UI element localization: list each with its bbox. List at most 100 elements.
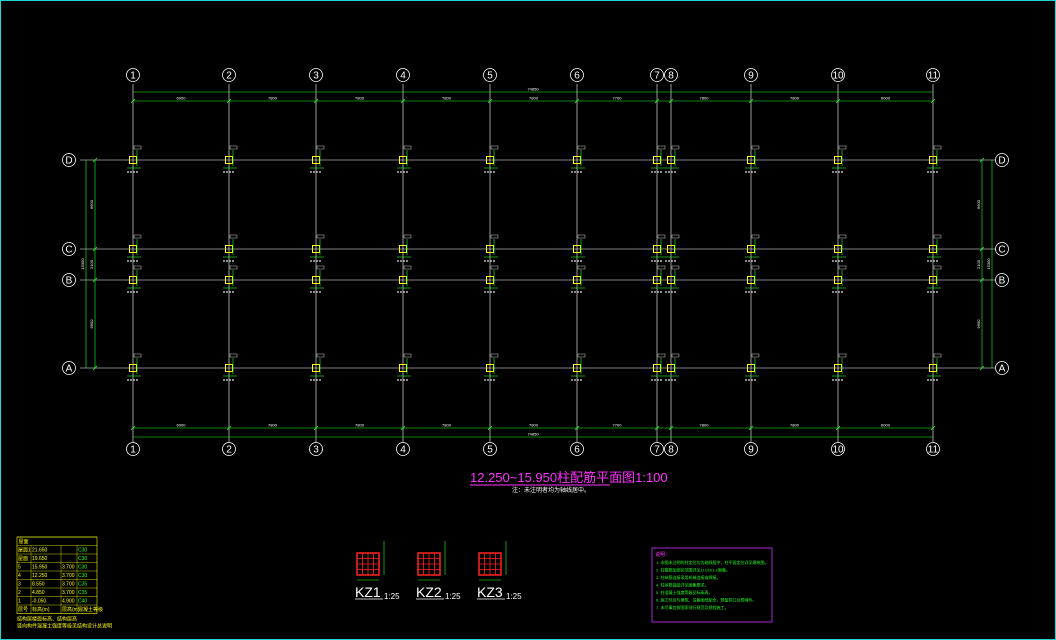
table-cell: 3.700 — [62, 582, 75, 588]
table-cell: 5 — [18, 565, 21, 571]
column — [225, 245, 233, 253]
column-tag — [671, 145, 680, 150]
notes-line: 3. 柱纵筋连接采用机械连接或焊接。 — [656, 574, 720, 580]
column — [747, 245, 755, 253]
table-cell: C35 — [78, 582, 87, 588]
axis-bubble-bottom-label: 2 — [226, 445, 232, 456]
left-dim-tick — [92, 277, 98, 283]
column — [929, 364, 937, 372]
table-cell: 屋面 — [18, 556, 28, 562]
axis-bubble-right-label: C — [998, 245, 1005, 256]
axis-bubble-bottom-label: 3 — [313, 445, 319, 456]
left-dim-span: 6600 — [89, 199, 94, 209]
axis-bubble-bottom — [664, 442, 678, 456]
bottom-dim-tick — [654, 425, 660, 431]
column — [573, 276, 581, 284]
column-tag — [577, 145, 586, 150]
top-dim-total: 74850 — [527, 87, 539, 92]
section-scale: 1:25 — [384, 592, 400, 601]
bottom-dim-span: 7700 — [613, 423, 623, 428]
column — [834, 156, 842, 164]
table-cell: 12.250 — [32, 573, 48, 579]
table-cell: C40 — [78, 599, 87, 605]
axis-bubble-top — [396, 68, 410, 82]
column — [399, 156, 407, 164]
notes-line: 5. 柱混凝土强度等级见标高表。 — [656, 589, 712, 595]
top-dim-span: 6000 — [177, 96, 187, 101]
column-tag — [751, 145, 760, 150]
notes-line: 6. 施工时应与建筑、设备图纸配合，预留洞口及预埋件。 — [656, 597, 756, 603]
column-tag — [490, 145, 499, 150]
column — [834, 364, 842, 372]
column — [486, 245, 494, 253]
notes-header: 说明： — [655, 551, 670, 558]
axis-bubble-bottom-label: 1 — [130, 445, 136, 456]
bottom-dim-span: 7800 — [355, 423, 365, 428]
column-tag — [933, 145, 942, 150]
column-tag — [490, 353, 499, 358]
right-dim-span: 6600 — [976, 199, 981, 209]
column — [747, 364, 755, 372]
section-name: KZ2 — [416, 584, 442, 600]
bottom-dim-span: 7800 — [790, 423, 800, 428]
column-tag — [657, 234, 666, 239]
top-dim-tick — [487, 98, 493, 104]
column-tag — [490, 234, 499, 239]
top-dim-span: 7800 — [700, 96, 710, 101]
column-tag — [403, 353, 412, 358]
top-dim-tick — [654, 98, 660, 104]
axis-bubble-bottom — [926, 442, 940, 456]
top-dim-tick — [226, 98, 232, 104]
table-cell: -0.050 — [32, 599, 46, 605]
notes-line: 2. 柱箍筋加密区范围详见11G101-1图集。 — [656, 567, 730, 573]
column — [653, 245, 661, 253]
column — [653, 156, 661, 164]
column — [573, 156, 581, 164]
column-tag — [657, 145, 666, 150]
table-cell: 1 — [18, 599, 21, 605]
axis-bubble-left-label: A — [66, 364, 73, 375]
column — [573, 245, 581, 253]
axis-bubble-top-label: 5 — [487, 71, 493, 82]
column — [747, 276, 755, 284]
column — [573, 364, 581, 372]
column — [312, 276, 320, 284]
bottom-dim-tick — [668, 425, 674, 431]
axis-bubble-left-label: D — [65, 156, 72, 167]
column — [667, 245, 675, 253]
column-markers — [127, 145, 942, 381]
column — [129, 364, 137, 372]
axis-bubble-top — [126, 68, 140, 82]
axis-bubble-top-label: 9 — [748, 71, 754, 82]
column-tag — [933, 234, 942, 239]
section-name: KZ3 — [477, 584, 503, 600]
table-cell: 4.900 — [62, 599, 75, 605]
top-dim-span: 7800 — [355, 96, 365, 101]
table-cell: C30 — [78, 565, 87, 571]
top-dim-tick — [748, 98, 754, 104]
axis-bubble-bottom — [831, 442, 845, 456]
table-cell: 3.700 — [62, 573, 75, 579]
column-tag — [133, 145, 142, 150]
section-scale: 1:25 — [445, 592, 461, 601]
left-dim-tick — [92, 246, 98, 252]
table-col-header: 层高(m) — [62, 606, 80, 613]
right-dim-tick — [979, 277, 985, 283]
axis-bubble-bottom — [222, 442, 236, 456]
column-tag — [403, 145, 412, 150]
table-cell: C35 — [78, 590, 87, 596]
top-dim-span: 6000 — [881, 96, 891, 101]
column-tag — [671, 265, 680, 270]
bottom-dim-tick — [835, 425, 841, 431]
axis-bubble-bottom — [570, 442, 584, 456]
right-dim-span: 6600 — [976, 319, 981, 329]
axis-bubble-bottom — [483, 442, 497, 456]
column-tag — [229, 353, 238, 358]
column-tag — [316, 265, 325, 270]
bottom-dim-tick — [487, 425, 493, 431]
column — [834, 245, 842, 253]
axis-bubble-top-label: 10 — [832, 71, 844, 82]
table-cell: 21.650 — [32, 548, 48, 554]
grid-lines — [80, 84, 997, 442]
